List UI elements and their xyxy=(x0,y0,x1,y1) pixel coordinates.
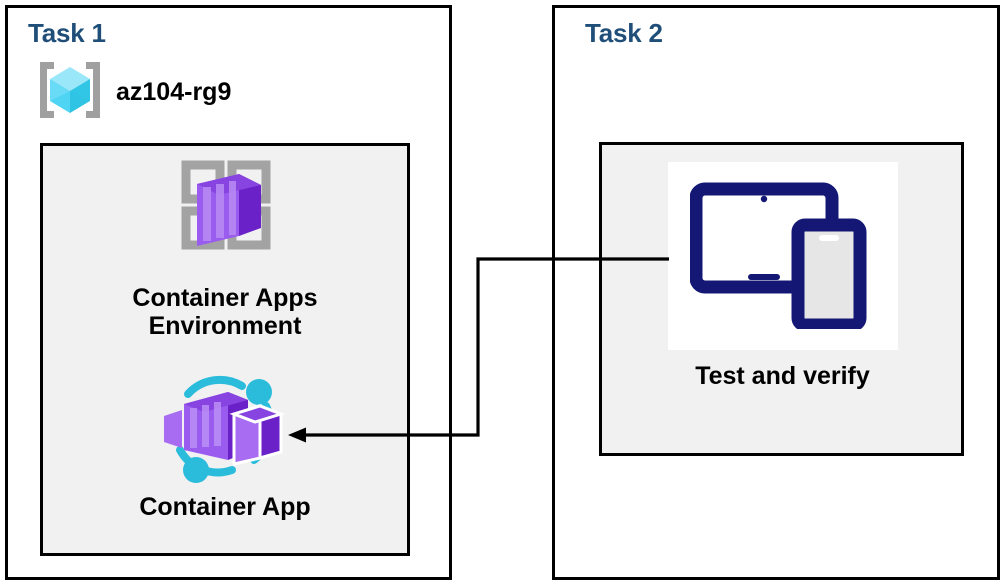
resource-group-icon xyxy=(36,58,104,127)
container-app-icon xyxy=(150,372,300,489)
resource-group-header: az104-rg9 xyxy=(36,58,231,127)
node-container-app: Container App xyxy=(70,372,380,521)
container-app-label: Container App xyxy=(139,493,311,521)
task1-title: Task 1 xyxy=(28,18,106,48)
container-apps-environment-label: Container Apps Environment xyxy=(132,284,318,340)
device-icon-plate xyxy=(667,162,898,350)
devices-test-icon xyxy=(689,179,876,334)
task2-title: Task 2 xyxy=(585,18,663,48)
node-container-apps-environment: Container Apps Environment xyxy=(70,155,380,340)
resource-group-name: az104-rg9 xyxy=(116,78,232,106)
node-test-and-verify: Test and verify xyxy=(620,162,945,390)
container-apps-environment-icon xyxy=(166,155,284,278)
test-and-verify-label: Test and verify xyxy=(695,362,870,390)
